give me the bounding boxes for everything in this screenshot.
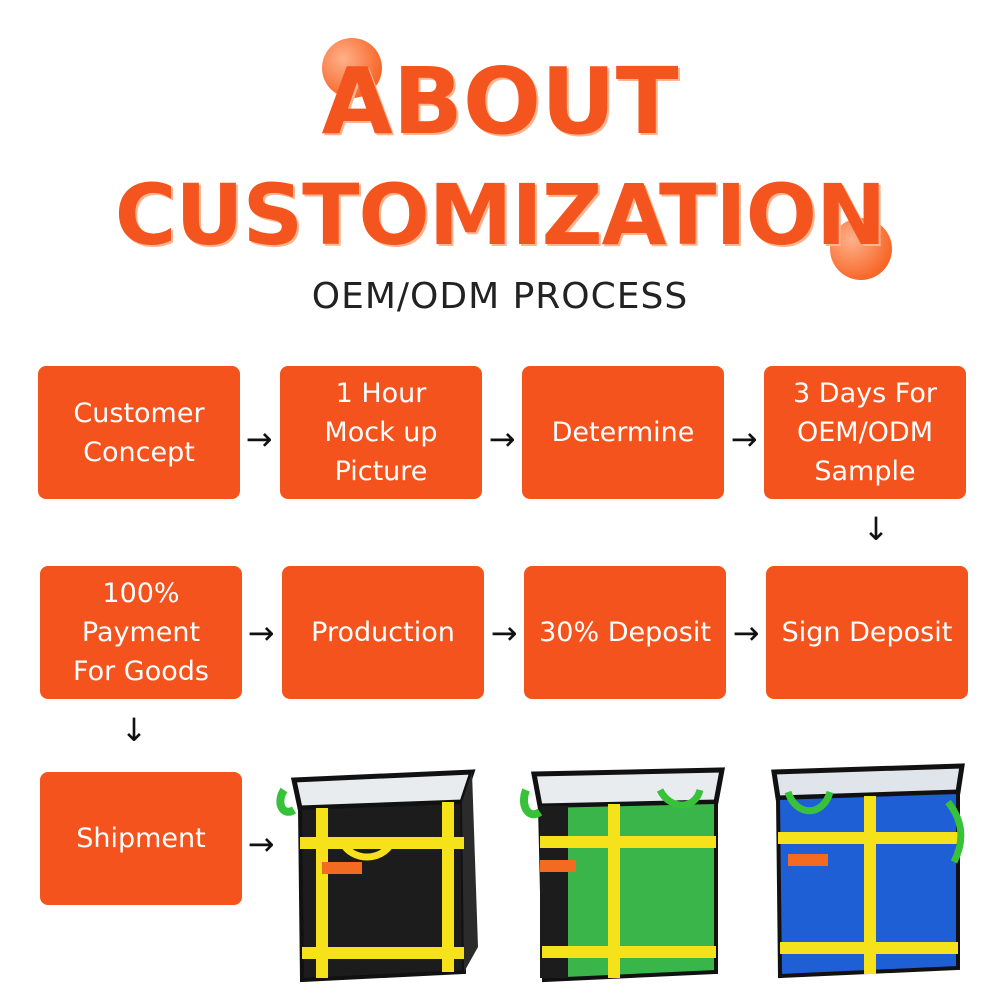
arrow-right-icon: →	[490, 614, 518, 652]
bag-strap	[540, 836, 716, 848]
step-customer-concept: Customer Concept	[38, 366, 240, 499]
step-mock-up-picture: 1 Hour Mock up Picture	[280, 366, 482, 499]
arrow-right-icon: →	[732, 614, 760, 652]
bag-strap	[542, 946, 716, 958]
bag-strap	[316, 808, 328, 978]
arrow-right-icon: →	[247, 614, 275, 652]
decorative-circle-bottom-right	[830, 218, 892, 280]
page-subtitle: OEM/ODM PROCESS	[311, 276, 689, 317]
bag-buckle	[788, 854, 828, 866]
step-sign-deposit: Sign Deposit	[766, 566, 968, 699]
bag-handle	[656, 788, 704, 809]
arrow-right-icon: →	[730, 420, 758, 458]
product-image-green-bag	[520, 767, 726, 983]
bag-strap	[302, 947, 464, 959]
bag-strap	[608, 804, 620, 978]
arrow-right-icon: →	[488, 420, 516, 458]
step-payment-for-goods: 100% Payment For Goods	[40, 566, 242, 699]
step-determine: Determine	[522, 366, 724, 499]
bag-strap	[442, 802, 454, 972]
bag-side	[462, 772, 478, 972]
product-image-blue-bag	[771, 763, 965, 979]
arrow-right-icon: →	[245, 420, 273, 458]
step-shipment: Shipment	[40, 772, 242, 905]
bag-handle	[945, 799, 965, 864]
bag-strap	[864, 796, 876, 974]
bag-buckle	[540, 860, 576, 872]
step-deposit-30: 30% Deposit	[524, 566, 726, 699]
step-sample: 3 Days For OEM/ODM Sample	[764, 366, 966, 499]
bag-handle	[520, 788, 543, 819]
bag-buckle	[322, 862, 362, 874]
bag-handle	[276, 787, 297, 816]
product-image-black-bag	[276, 769, 478, 983]
page-title-line-2: CUSTOMIZATION	[114, 166, 887, 264]
step-production: Production	[282, 566, 484, 699]
bag-handle	[784, 790, 834, 815]
bag-handle	[338, 840, 396, 861]
arrow-down-icon: ↓	[120, 711, 148, 749]
decorative-circle-top-left	[322, 38, 382, 98]
arrow-down-icon: ↓	[862, 510, 890, 548]
page-title-line-1: ABOUT	[321, 48, 679, 155]
arrow-right-icon: →	[247, 825, 275, 863]
